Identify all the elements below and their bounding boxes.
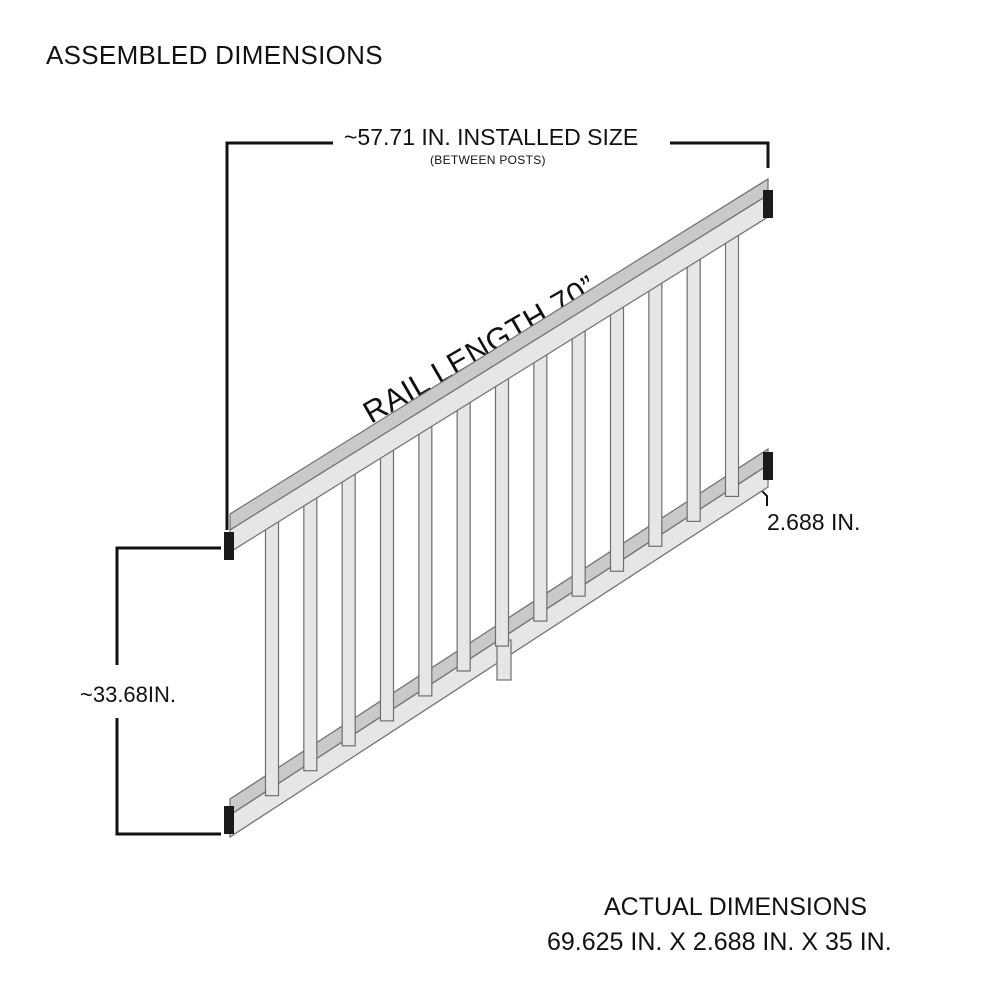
baluster: [571, 310, 586, 597]
bracket: [224, 806, 234, 834]
actual-dimensions-title: ACTUAL DIMENSIONS: [604, 893, 868, 921]
installed-size-label: ~57.71 IN. INSTALLED SIZE: [344, 124, 639, 150]
installed-size-dimension-line: [225, 141, 770, 530]
baluster: [456, 381, 471, 672]
brackets: [224, 190, 773, 834]
height-dimension-line: [115, 546, 221, 836]
baluster: [303, 477, 318, 772]
height-label: ~33.68IN.: [80, 682, 177, 707]
rail-thickness-label: 2.688 IN.: [767, 509, 861, 535]
baluster: [648, 262, 663, 547]
baluster: [418, 405, 433, 697]
actual-dimensions-values: 69.625 IN. X 2.688 IN. X 35 IN.: [547, 928, 892, 956]
bracket: [224, 532, 234, 560]
heading-assembled-dimensions: ASSEMBLED DIMENSIONS: [46, 40, 383, 70]
baluster: [724, 214, 740, 498]
baluster: [686, 238, 701, 522]
baluster: [533, 334, 548, 622]
bracket: [763, 452, 773, 480]
baluster: [494, 358, 510, 647]
baluster: [341, 453, 356, 747]
balusters: [264, 207, 741, 797]
bracket: [763, 190, 773, 218]
baluster: [609, 286, 625, 572]
baluster: [379, 429, 395, 722]
between-posts-note: (BETWEEN POSTS): [430, 153, 546, 167]
baluster: [264, 501, 280, 797]
